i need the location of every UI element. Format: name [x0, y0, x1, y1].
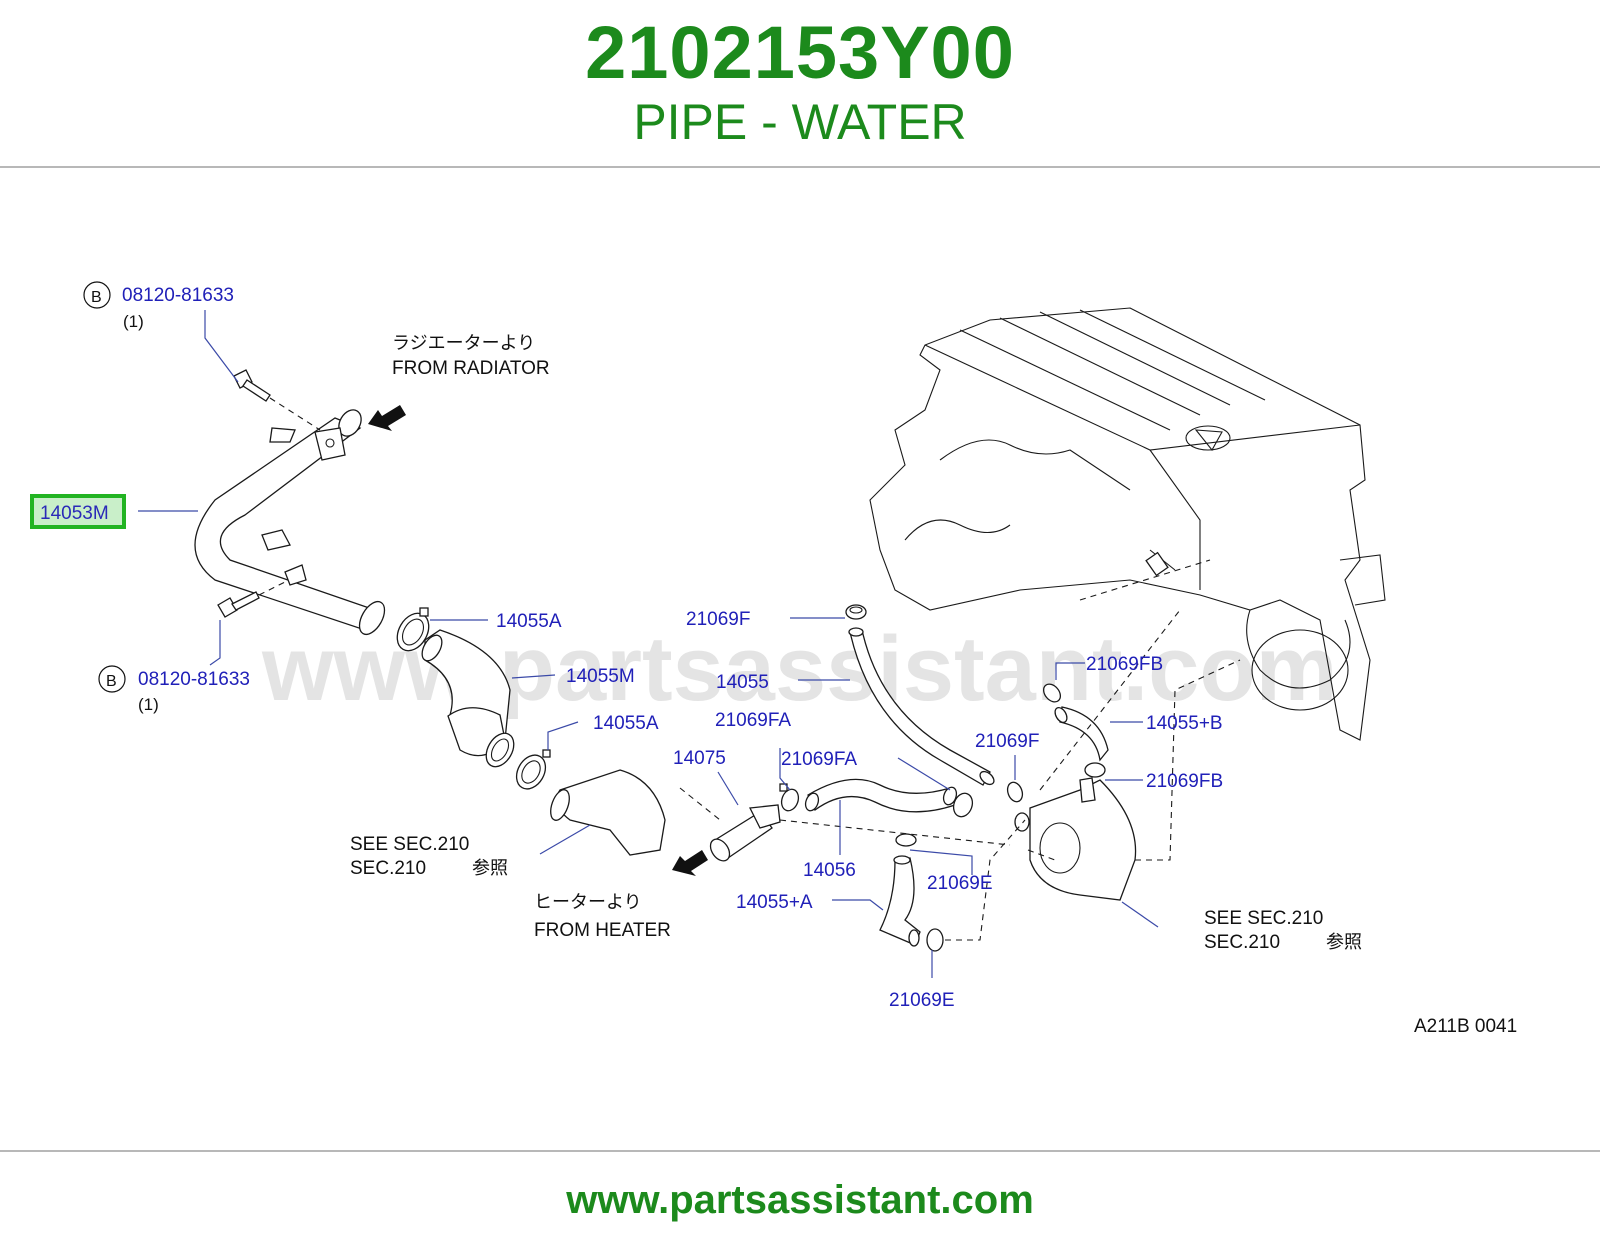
label-14055b[interactable]: 14055+B	[1146, 713, 1223, 734]
bolt-bottom	[217, 581, 286, 618]
clamp-21069e-upper	[895, 833, 917, 847]
pipe-14075	[679, 787, 1011, 862]
note-radiator-en: FROM RADIATOR	[392, 358, 550, 379]
note-see-right-jp: 参照	[1326, 932, 1362, 953]
engine-block-outline	[869, 307, 1386, 741]
hose-14055a-plus	[879, 855, 921, 947]
part-name-subtitle: PIPE - WATER	[633, 94, 967, 150]
note-see-left-1: SEE SEC.210	[350, 834, 469, 855]
clamp-21069fb-top	[1042, 683, 1062, 703]
footer-divider	[0, 1150, 1600, 1152]
label-14055a-top[interactable]: 14055A	[496, 611, 562, 632]
hose-14055	[848, 627, 995, 786]
note-see-left-jp: 参照	[472, 858, 508, 879]
bolt-bottom-callout: B 08120-81633 (1)	[98, 665, 250, 714]
footer-url-link[interactable]: www.partsassistant.com	[566, 1178, 1034, 1222]
note-see-right-2: SEC.210	[1204, 932, 1280, 953]
clamp-21069f-top	[845, 604, 867, 620]
label-21069f-top[interactable]: 21069F	[686, 609, 750, 630]
note-see-right-1: SEE SEC.210	[1204, 908, 1323, 929]
clamp-21069f-right	[1006, 781, 1024, 803]
bolt-marker-top: B	[91, 289, 102, 306]
bolt-top	[233, 369, 321, 431]
bolt-top-callout: B 08120-81633 (1)	[83, 281, 234, 331]
note-heater-jp: ヒーターより	[534, 892, 642, 913]
clamp-21069e-lower	[926, 819, 1026, 952]
hose-14056	[804, 778, 958, 813]
label-21069fa-right[interactable]: 21069FA	[781, 749, 857, 770]
bolt-marker-bottom: B	[106, 673, 117, 690]
hose-14055m	[421, 629, 515, 768]
arrow-from-radiator-icon	[368, 405, 406, 431]
label-21069f-right[interactable]: 21069F	[975, 731, 1039, 752]
header: 2102153Y00 PIPE - WATER	[0, 0, 1600, 170]
note-see-left-2: SEC.210	[350, 858, 426, 879]
water-pipe-14053m	[194, 409, 386, 636]
highlighted-part-callout[interactable]: 14053M	[30, 494, 126, 529]
label-21069fb-bottom[interactable]: 21069FB	[1146, 771, 1223, 792]
drawing-code: A211B 0041	[1414, 1016, 1517, 1037]
clamp-21069fa-left	[779, 783, 800, 812]
label-14055a-mid[interactable]: 14055A	[593, 713, 659, 734]
clamp-14055a-mid	[515, 749, 551, 790]
label-14056[interactable]: 14056	[803, 860, 856, 881]
water-outlet-housing	[1014, 559, 1241, 901]
label-14055[interactable]: 14055	[716, 672, 769, 693]
label-14053m[interactable]: 14053M	[40, 503, 109, 524]
clamp-21069fa-right	[952, 792, 974, 818]
label-14055a-plus[interactable]: 14055+A	[736, 892, 813, 913]
hose-14055b	[1054, 706, 1109, 762]
label-14055m[interactable]: 14055M	[566, 666, 635, 687]
label-21069e-upper[interactable]: 21069E	[927, 873, 993, 894]
note-heater-en: FROM HEATER	[534, 920, 671, 941]
clamp-14055a-top	[396, 607, 430, 652]
label-21069fb-top[interactable]: 21069FB	[1086, 654, 1163, 675]
arrow-from-heater-icon	[672, 850, 708, 876]
label-21069e-lower[interactable]: 21069E	[889, 990, 955, 1011]
header-divider	[0, 166, 1600, 168]
qty-top: (1)	[123, 312, 144, 331]
leader-lines	[138, 310, 1159, 978]
parts-diagram: www.partsassistant.com	[30, 281, 1517, 1037]
label-08120-81633-bottom: 08120-81633	[138, 669, 250, 690]
part-number-title: 2102153Y00	[585, 11, 1015, 94]
clamp-21069fb-bottom	[1084, 762, 1106, 778]
note-radiator-jp: ラジエーターより	[392, 333, 535, 354]
label-08120-81633-top: 08120-81633	[122, 285, 234, 306]
thermostat-housing-left	[550, 769, 666, 856]
label-14075[interactable]: 14075	[673, 748, 726, 769]
label-21069fa-left[interactable]: 21069FA	[715, 710, 791, 731]
qty-bottom: (1)	[138, 695, 159, 714]
